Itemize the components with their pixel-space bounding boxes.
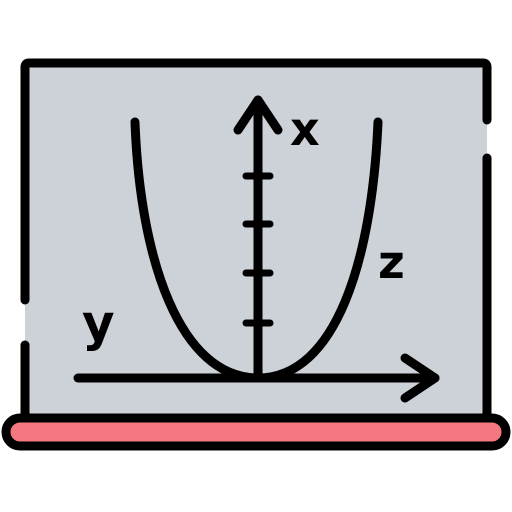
x-axis-label: x bbox=[290, 102, 320, 156]
z-axis-label: z bbox=[378, 235, 405, 289]
board-ledge bbox=[1, 413, 511, 451]
y-axis-label: y bbox=[82, 294, 115, 352]
horizontal-axis bbox=[73, 353, 440, 403]
vertical-axis bbox=[233, 95, 283, 383]
axis-ticks bbox=[242, 172, 274, 327]
